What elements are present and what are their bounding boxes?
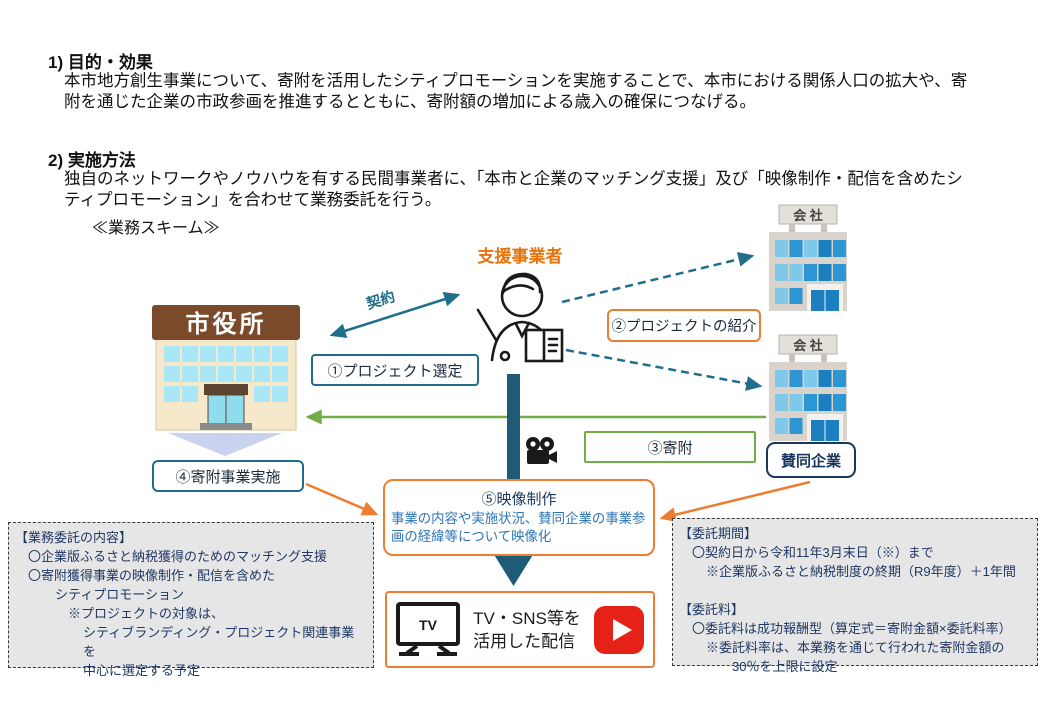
fee-title: 【委託料】	[679, 602, 745, 617]
step5-title: ⑤映像制作	[481, 490, 557, 508]
step5-box: ⑤映像制作 事業の内容や実施状況、賛同企業の事業参画の経緯等について映像化	[383, 479, 655, 556]
note-line: 〇契約日から令和11年3月末日（※）まで	[692, 545, 934, 560]
method-heading: 2) 実施方法	[48, 151, 136, 170]
note-line: 中心に選定する予定	[83, 663, 201, 678]
purpose-heading: 1) 目的・効果	[48, 53, 153, 72]
broadcast-box: TV TV・SNS等を 活用した配信	[385, 591, 655, 668]
company-sign-1: 会 社	[793, 208, 823, 223]
step1-box: ①プロジェクト選定	[311, 354, 479, 386]
note-spacer	[679, 581, 1031, 600]
broadcast-line2: 活用した配信	[473, 631, 576, 651]
step2-box: ②プロジェクトの紹介	[607, 309, 761, 342]
period-title: 【委託期間】	[679, 526, 758, 541]
contract-arrow	[329, 292, 461, 338]
donation-flow-arrow	[305, 409, 766, 425]
company-sign-2: 会 社	[793, 338, 823, 353]
note-line: ※企業版ふるさと納税制度の終期（R9年度）＋1年間	[706, 564, 1016, 579]
note-line: 【業務委託の内容】	[15, 530, 133, 545]
scheme-label: ≪業務スキーム≫	[92, 220, 220, 237]
note-line: 〇寄附獲得事業の映像制作・配信を含めた	[28, 568, 276, 583]
method-body: 独自のネットワークやノウハウを有する民間事業者に、「本市と企業のマッチング支援」…	[64, 170, 963, 209]
step4-to-step5-arrow	[305, 482, 379, 516]
note-line: ※プロジェクトの対象は、	[68, 606, 225, 621]
implement-chevron	[168, 433, 282, 456]
presenter-person-icon	[476, 272, 564, 363]
intro-arrow-lower	[565, 348, 763, 391]
city-hall-illustration: 市役所	[152, 305, 300, 431]
supporting-company-box: 賛同企業	[766, 442, 856, 478]
step4-box: ④寄附事業実施	[152, 460, 304, 492]
company-to-step5-arrow	[659, 480, 811, 523]
intro-arrow-upper	[561, 251, 755, 304]
note-line: ※委託料率は、本業務を通じて行われた寄附金額の	[706, 640, 1005, 655]
note-line: シティブランディング・プロジェクト関連事業を	[83, 625, 355, 659]
support-operator-label: 支援事業者	[477, 247, 563, 266]
note-line: 〇企業版ふるさと納税獲得のためのマッチング支援	[28, 549, 328, 564]
city-hall-sign: 市役所	[186, 310, 267, 338]
note-line: 30％を上限に設定	[732, 659, 838, 674]
step3-box: ③寄附	[584, 431, 756, 463]
tv-screen-label: TV	[419, 617, 438, 633]
period-fee-note: 【委託期間】 〇契約日から令和11年3月末日（※）まで ※企業版ふるさと納税制度…	[672, 518, 1038, 674]
tv-icon: TV	[396, 601, 461, 656]
movie-camera-icon	[526, 437, 557, 464]
note-line: 〇委託料は成功報酬型（算定式＝寄附金額×委託料率）	[692, 621, 1012, 636]
broadcast-text: TV・SNS等を 活用した配信	[473, 607, 581, 653]
outsourcing-content-note: 【業務委託の内容】 〇企業版ふるさと納税獲得のためのマッチング支援 〇寄附獲得事…	[8, 522, 374, 678]
youtube-icon	[593, 605, 644, 654]
note-line: シティプロモーション	[55, 587, 184, 602]
company-building-1: 会 社	[769, 204, 847, 311]
step5-body: 事業の内容や実施状況、賛同企業の事業参画の経緯等について映像化	[391, 510, 646, 544]
company-building-2: 会 社	[769, 334, 847, 441]
broadcast-line1: TV・SNS等を	[473, 608, 581, 628]
purpose-body: 本市地方創生事業について、寄附を活用したシティプロモーションを実施することで、本…	[64, 72, 968, 111]
